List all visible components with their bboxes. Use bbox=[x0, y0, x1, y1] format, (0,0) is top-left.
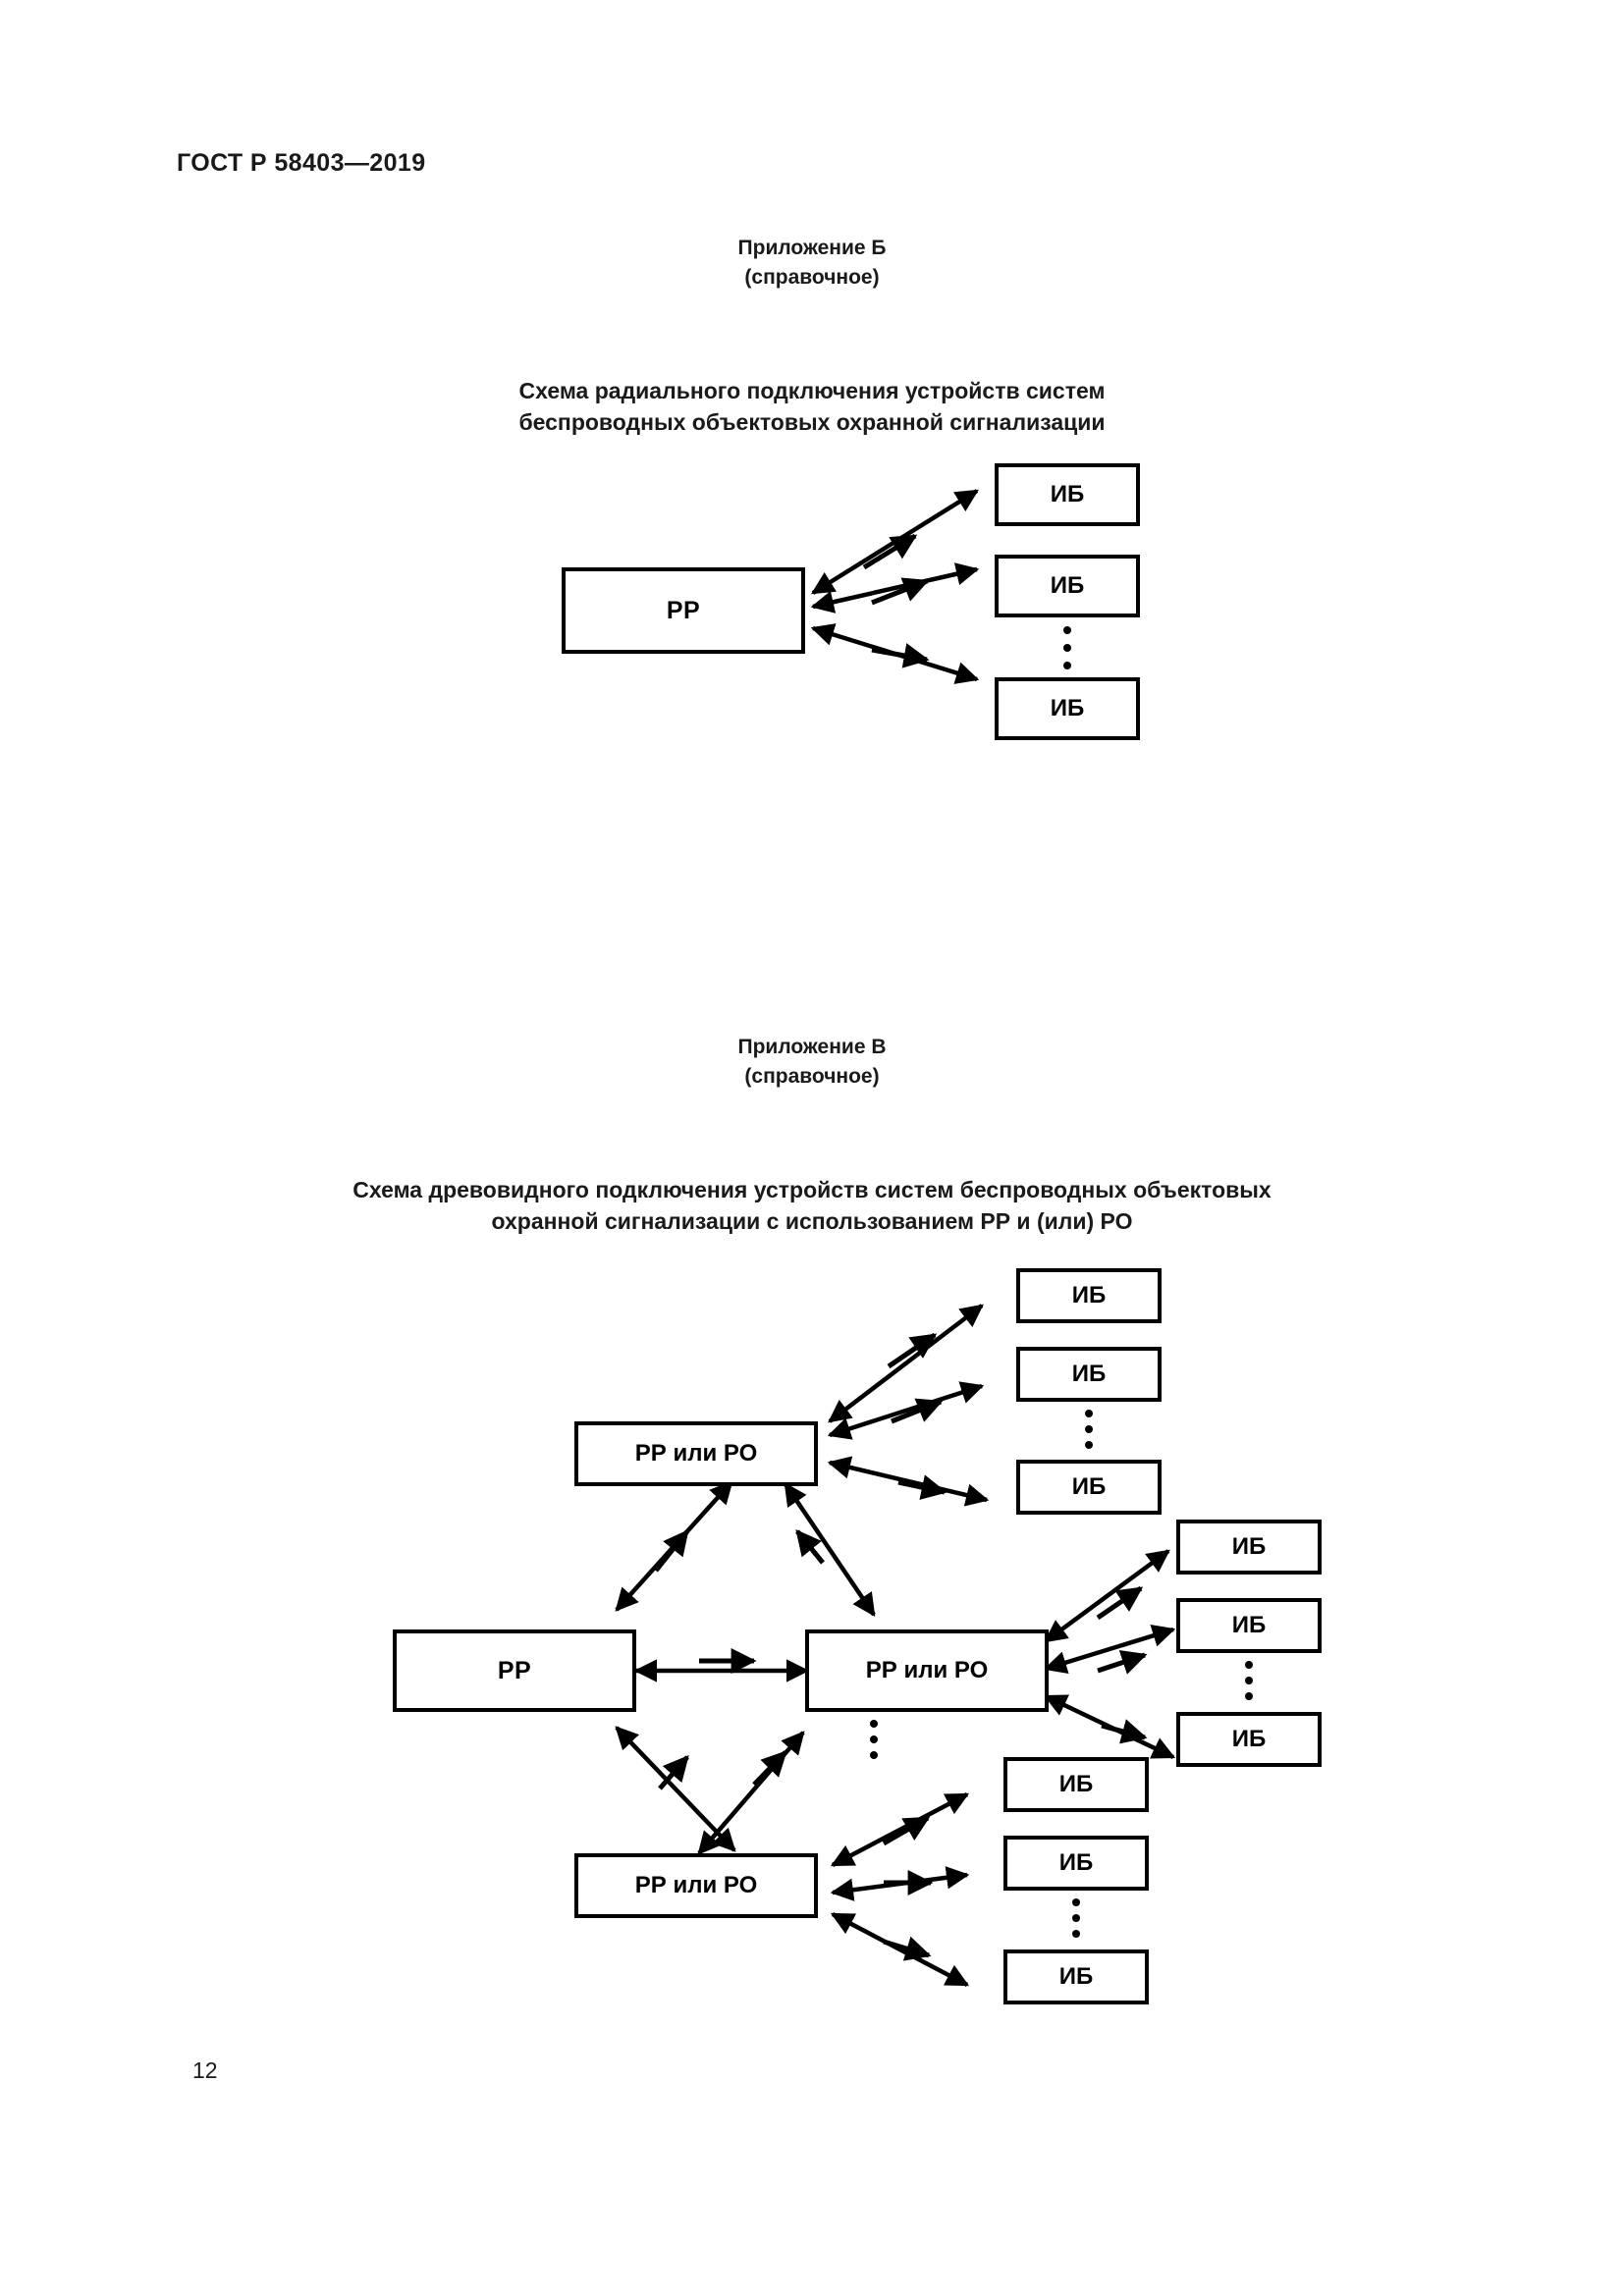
scheme-v-title: Схема древовидного подключения устройств… bbox=[0, 1174, 1624, 1237]
ellipsis-dot bbox=[1085, 1441, 1093, 1449]
ellipsis-dot bbox=[1072, 1914, 1080, 1922]
vertical-ellipsis-bottom bbox=[1072, 1898, 1080, 1938]
node-ib-right-3[interactable]: ИБ bbox=[1176, 1712, 1322, 1767]
vertical-ellipsis-right bbox=[1245, 1661, 1253, 1700]
node-ib-bottom-1[interactable]: ИБ bbox=[1003, 1757, 1149, 1812]
ellipsis-dot bbox=[1072, 1930, 1080, 1938]
appendix-b-label: Приложение Б (справочное) bbox=[0, 234, 1624, 293]
appendix-v-label-line2: (справочное) bbox=[744, 1064, 880, 1088]
node-ib-2[interactable]: ИБ bbox=[995, 555, 1140, 617]
node-ib-top-3[interactable]: ИБ bbox=[1016, 1460, 1162, 1515]
appendix-b-label-line1: Приложение Б bbox=[737, 237, 887, 259]
ellipsis-dot bbox=[1085, 1410, 1093, 1417]
node-ib-right-2[interactable]: ИБ bbox=[1176, 1598, 1322, 1653]
ellipsis-dot bbox=[870, 1751, 878, 1759]
ellipsis-dot bbox=[1063, 626, 1071, 634]
scheme-v-title-line2: охранной сигнализации с использованием Р… bbox=[491, 1208, 1133, 1235]
node-ib-3[interactable]: ИБ bbox=[995, 677, 1140, 740]
ellipsis-dot bbox=[1063, 662, 1071, 669]
scheme-b-title-line2: беспроводных объектовых охранной сигнали… bbox=[518, 409, 1106, 436]
node-ib-1[interactable]: ИБ bbox=[995, 463, 1140, 526]
appendix-v-label-line1: Приложение В bbox=[737, 1036, 887, 1058]
node-rr-ili-ro-center[interactable]: РР или РО bbox=[805, 1629, 1049, 1712]
node-ib-bottom-2[interactable]: ИБ bbox=[1003, 1836, 1149, 1891]
appendix-v-label: Приложение В (справочное) bbox=[0, 1033, 1624, 1092]
node-ib-bottom-3[interactable]: ИБ bbox=[1003, 1949, 1149, 2004]
vertical-ellipsis-top bbox=[1085, 1410, 1093, 1449]
node-rr-center-left[interactable]: РР bbox=[393, 1629, 636, 1712]
node-ib-top-2[interactable]: ИБ bbox=[1016, 1347, 1162, 1402]
scheme-b-title: Схема радиального подключения устройств … bbox=[0, 375, 1624, 438]
standard-header: ГОСТ Р 58403—2019 bbox=[177, 149, 426, 177]
ellipsis-dot bbox=[1245, 1661, 1253, 1669]
appendix-b-label-line2: (справочное) bbox=[744, 265, 880, 289]
node-ib-right-1[interactable]: ИБ bbox=[1176, 1520, 1322, 1575]
scheme-b-title-line1: Схема радиального подключения устройств … bbox=[518, 378, 1106, 403]
ellipsis-dot bbox=[1085, 1425, 1093, 1433]
ellipsis-dot bbox=[1063, 644, 1071, 652]
vertical-ellipsis-center bbox=[870, 1720, 878, 1759]
ellipsis-dot bbox=[870, 1720, 878, 1728]
ellipsis-dot bbox=[1245, 1692, 1253, 1700]
ellipsis-dot bbox=[1072, 1898, 1080, 1906]
vertical-ellipsis-b bbox=[1063, 626, 1071, 669]
node-rr-hub[interactable]: РР bbox=[562, 567, 805, 654]
ellipsis-dot bbox=[870, 1735, 878, 1743]
scheme-v-title-line1: Схема древовидного подключения устройств… bbox=[352, 1177, 1272, 1202]
page-number: 12 bbox=[192, 2057, 218, 2083]
ellipsis-dot bbox=[1245, 1677, 1253, 1684]
node-rr-ili-ro-bottom[interactable]: РР или РО bbox=[574, 1853, 818, 1918]
node-ib-top-1[interactable]: ИБ bbox=[1016, 1268, 1162, 1323]
node-rr-ili-ro-top[interactable]: РР или РО bbox=[574, 1421, 818, 1486]
